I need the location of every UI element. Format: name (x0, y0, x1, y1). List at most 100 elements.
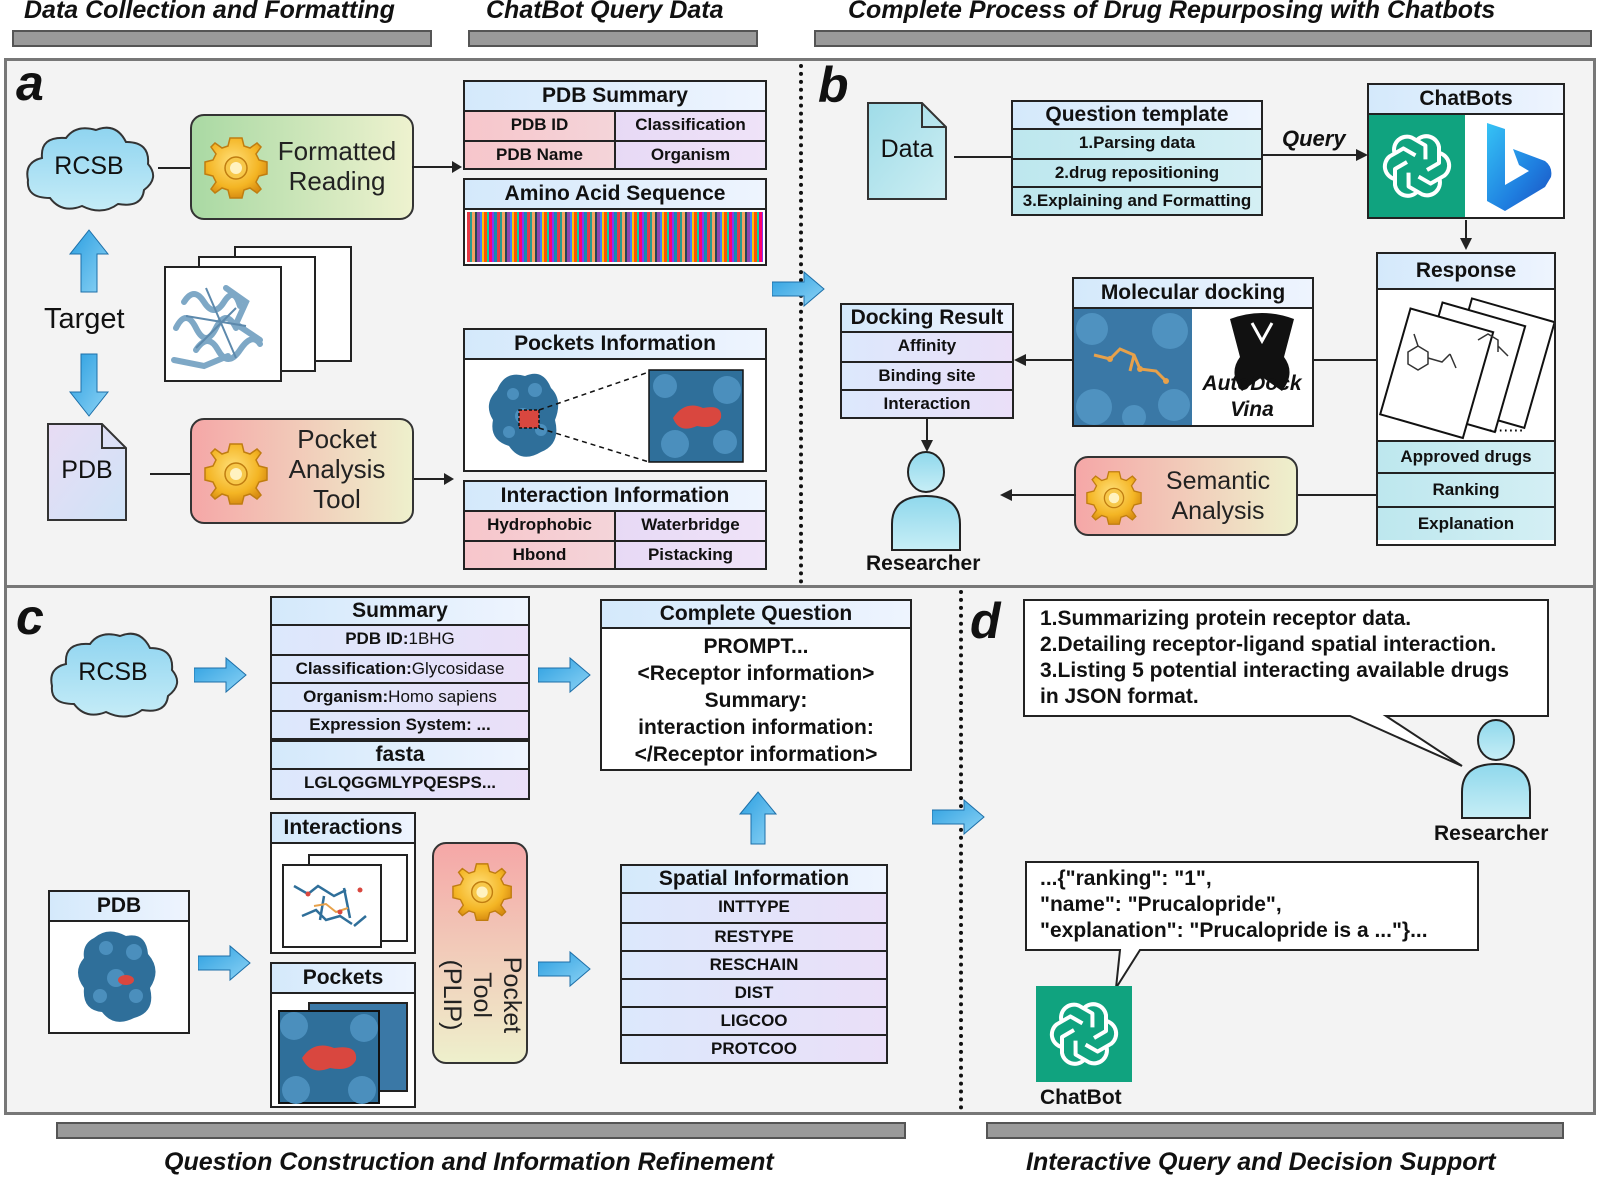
line-pdb-pocket (150, 473, 190, 475)
header-bar (814, 30, 1592, 47)
cloud-icon (26, 126, 155, 212)
vina-label: Vina (1230, 398, 1274, 421)
interaction-cell: Pistacking (614, 542, 765, 568)
pocket-tool-label-1: Pocket (498, 956, 526, 1034)
docking-result-table: Docking Result Affinity Binding site Int… (840, 303, 1014, 419)
blue-arrow-right-icon (538, 657, 591, 693)
pockets-box: Pockets (270, 962, 416, 1108)
response-box: Response ······· Approved drugs Ranking … (1376, 252, 1556, 546)
spatial-info-table: Spatial Information INTTYPE RESTYPE RESC… (620, 864, 888, 1064)
pocket-analysis-label-2: Analysis (288, 454, 386, 484)
gear-icon (204, 443, 268, 505)
line-data-template (954, 156, 1012, 158)
person-icon (891, 451, 961, 551)
response-line: ...{"ranking": "1", (1040, 867, 1212, 890)
response-row: Ranking (1378, 472, 1554, 506)
arrow-to-interaction (414, 473, 454, 485)
summary-row: Organism:Homo sapiens (272, 682, 528, 710)
spatial-info-row: DIST (622, 978, 886, 1006)
target-label: Target (44, 303, 125, 335)
blue-arrow-right-icon (194, 657, 247, 693)
amino-acid-title: Amino Acid Sequence (465, 180, 765, 210)
blue-arrow-right-icon (932, 799, 985, 835)
line-response-docking (1314, 359, 1376, 361)
blue-arrow-up-icon (68, 229, 110, 293)
formatted-reading-label-2: Reading (288, 166, 386, 196)
summary-key: Expression System: ... (309, 715, 491, 734)
response-row: Explanation (1378, 506, 1554, 540)
panel-label-d: d (970, 593, 1001, 649)
researcher-label: Researcher (866, 552, 981, 575)
complete-question-line: <Receptor information> (637, 662, 875, 685)
footer-bar (56, 1122, 906, 1139)
molecular-docking-box: Molecular docking AutoDock Vina (1072, 277, 1314, 427)
interaction-info-table: Interaction Information Hydrophobic Wate… (463, 480, 767, 570)
arrow-semantic-researcher (1000, 489, 1076, 501)
summary-key: Organism: (303, 687, 389, 706)
chatgpt-logo-icon (1036, 986, 1132, 1082)
formatted-reading-label-1: Formatted (277, 136, 397, 166)
amino-acid-table: Amino Acid Sequence (463, 178, 767, 266)
complete-question-line: </Receptor information> (634, 743, 878, 766)
spatial-info-row: RESCHAIN (622, 950, 886, 978)
question-template-title: Question template (1013, 102, 1261, 130)
complete-question-title: Complete Question (602, 601, 910, 629)
summary-row: Classification:Glycosidase (272, 654, 528, 682)
bing-logo-icon (1465, 115, 1563, 217)
header-data-collection: Data Collection and Formatting (24, 0, 395, 24)
spatial-info-row: LIGCOO (622, 1006, 886, 1034)
summary-table: Summary PDB ID:1BHG Classification:Glyco… (270, 596, 530, 740)
summary-value: Homo sapiens (388, 687, 497, 706)
divider-cd (959, 590, 963, 1110)
blue-arrow-right-icon (772, 271, 825, 307)
person-icon (1461, 719, 1531, 819)
spatial-info-row: INTTYPE (622, 894, 886, 922)
molecule-icon: ······· (1378, 297, 1554, 440)
blue-arrow-right-icon (198, 945, 251, 981)
protein-structure-image (78, 931, 156, 1022)
request-line: in JSON format. (1040, 685, 1199, 708)
amino-acid-barcode (467, 212, 763, 262)
fasta-table: fasta LGLQGGMLYPQESPS... (270, 740, 530, 800)
request-line: 1.Summarizing protein receptor data. (1040, 607, 1412, 630)
response-row: Approved drugs (1378, 440, 1554, 472)
summary-row: PDB ID:1BHG (272, 626, 528, 654)
arrow-to-response (1460, 220, 1472, 250)
svg-text:·······: ······· (1488, 421, 1524, 440)
interaction-info-title: Interaction Information (465, 482, 765, 512)
speech-bubble-request (1023, 599, 1549, 767)
header-complete-process: Complete Process of Drug Repurposing wit… (848, 0, 1496, 24)
pdb-document: PDB (46, 422, 128, 522)
arrow-to-docking-result (1014, 354, 1074, 366)
chatbots-box: ChatBots (1367, 83, 1565, 219)
summary-value: Glycosidase (411, 659, 505, 678)
complete-question-line: PROMPT... (703, 635, 809, 658)
autodock-label: AutoDock (1202, 372, 1302, 395)
interaction-network-image (293, 884, 367, 927)
pocket-surface-image (278, 1010, 380, 1104)
panel-label-c: c (16, 589, 44, 645)
line-rcsb-formatted (158, 167, 190, 169)
panel-label-b: b (818, 57, 849, 113)
pdb-summary-table: PDB Summary PDB ID Classification PDB Na… (463, 80, 767, 170)
complete-question-line: interaction information: (638, 716, 874, 739)
rcsb-cloud: RCSB (20, 120, 158, 216)
question-template-row: 2.drug repositioning (1013, 158, 1261, 186)
pdb-summary-cell: Organism (614, 142, 765, 168)
pdb-summary-cell: PDB Name (465, 142, 614, 168)
semantic-label-2: Analysis (1171, 497, 1265, 525)
query-label: Query (1282, 126, 1346, 151)
chatgpt-logo-icon (1369, 115, 1465, 217)
speech-bubble-response (1025, 861, 1479, 989)
pocket-analysis-label-3: Tool (313, 484, 361, 514)
summary-key: Classification: (295, 659, 412, 678)
summary-row: Expression System: ... (272, 710, 528, 738)
pdb-summary-title: PDB Summary (465, 82, 765, 112)
arrow-to-chatbots (1262, 149, 1368, 161)
docking-pocket-image (1074, 309, 1192, 425)
pdb-image-box: PDB (48, 890, 190, 1034)
summary-key: PDB ID: (345, 629, 409, 648)
response-title: Response (1378, 254, 1554, 290)
pocket-tool-label-3: (PLIP) (438, 959, 466, 1031)
pockets-info-title: Pockets Information (465, 330, 765, 360)
